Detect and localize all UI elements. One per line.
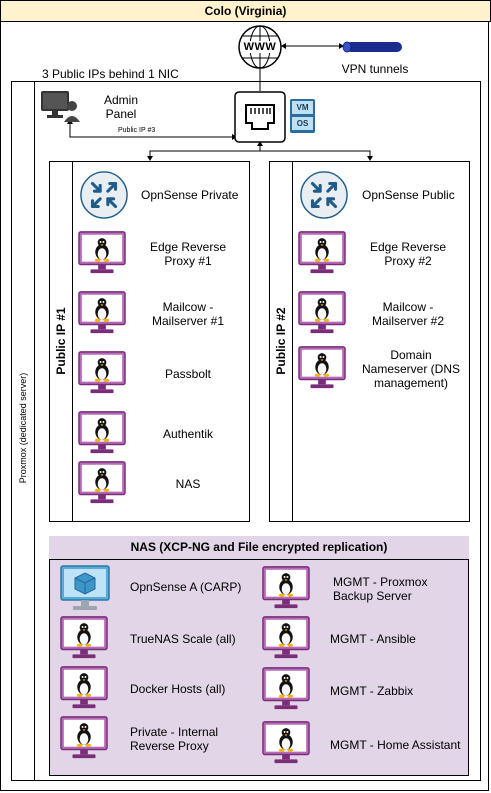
truenas-label: TrueNAS Scale (all) [130,632,236,646]
nas-replication-panel [49,536,469,776]
mailcow1-node [78,290,126,336]
linux-monitor-icon [78,461,126,504]
public-ip2-strip: Public IP #2 [269,161,293,522]
vpn-pipe-icon [342,41,402,53]
opnsense-public-label: OpnSense Public [362,188,455,202]
public-ips-note: 3 Public IPs behind 1 NIC [42,67,179,81]
home-assistant-node [262,720,310,766]
linux-monitor-icon [298,346,346,389]
ansible-node [262,615,310,661]
linux-monitor-icon [78,351,126,394]
vpn-tunnel [342,40,406,53]
ansible-label: MGMT - Ansible [330,632,416,646]
opnsense-public-node [300,171,348,219]
linux-monitor-icon [60,666,108,709]
zabbix-label: MGMT - Zabbix [330,684,414,698]
linux-monitor-icon [262,721,310,764]
cube-monitor-icon [60,565,110,610]
linux-monitor-icon [262,616,310,659]
os-label: OS [292,117,313,130]
linux-monitor-icon [78,411,126,454]
linux-monitor-icon [60,716,108,759]
internet-globe: WWW [237,24,283,70]
public-ip2-panel [269,161,470,522]
page-title: Colo (Virginia) [0,0,491,22]
docker-hosts-node [60,665,108,711]
pbs-label: MGMT - Proxmox Backup Server [333,575,428,603]
zabbix-node [262,666,310,712]
dns-node [298,345,346,391]
proxmox-host [11,81,481,781]
vpn-label: VPN tunnels [341,62,409,76]
pbs-node [262,565,310,611]
passbolt-node [78,350,126,396]
opnsense-a-node [60,565,110,613]
vm-os-badge: VM OS [290,99,315,133]
proxmox-strip: Proxmox (dedicated server) [11,81,35,781]
network-switch [234,91,286,143]
opnsense-private-node [80,171,128,219]
dns-label: Domain Nameserver (DNS management) [361,348,460,390]
nas-node [78,460,126,506]
admin-workstation [40,90,80,124]
truenas-node [60,615,108,661]
vm-label: VM [292,101,313,114]
mailcow1-label: Mailcow - Mailserver #1 [151,300,225,328]
admin-panel-label: Admin Panel [103,93,138,121]
admin-user-icon [41,91,80,122]
proxmox-label: Proxmox (dedicated server) [18,372,28,484]
ethernet-port-icon [234,91,286,143]
linux-monitor-icon [298,231,346,274]
linux-monitor-icon [262,667,310,710]
mailcow2-label: Mailcow - Mailserver #2 [371,300,445,328]
edge-proxy2-node [298,230,346,276]
authentik-node [78,410,126,456]
linux-monitor-icon [60,616,108,659]
linux-monitor-icon [78,231,126,274]
edge-proxy1-label: Edge Reverse Proxy #1 [149,240,227,268]
public-ip1-label: Public IP #1 [54,307,68,375]
globe-icon [238,25,282,69]
opnsense-a-label: OpnSense A (CARP) [130,580,242,594]
nas-replication-title: NAS (XCP-NG and File encrypted replicati… [49,536,469,560]
router-icon [80,171,128,219]
linux-monitor-icon [78,291,126,334]
passbolt-label: Passbolt [164,367,212,381]
internal-proxy-node [60,715,108,761]
home-assistant-label: MGMT - Home Assistant [330,738,461,752]
linux-monitor-icon [298,291,346,334]
www-label: WWW [243,41,277,53]
linux-monitor-icon [262,566,310,609]
nas-label: NAS [175,477,201,491]
public-ip1-strip: Public IP #1 [49,161,73,522]
mailcow2-node [298,290,346,336]
public-ip3-label: Public IP #3 [118,127,156,134]
public-ip2-label: Public IP #2 [274,307,288,375]
edge-proxy2-label: Edge Reverse Proxy #2 [369,240,447,268]
docker-hosts-label: Docker Hosts (all) [130,682,226,696]
authentik-label: Authentik [162,427,214,441]
opnsense-private-label: OpnSense Private [141,188,239,202]
internal-proxy-label: Private - Internal Reverse Proxy [130,725,219,753]
edge-proxy1-node [78,230,126,276]
router-icon [300,171,348,219]
